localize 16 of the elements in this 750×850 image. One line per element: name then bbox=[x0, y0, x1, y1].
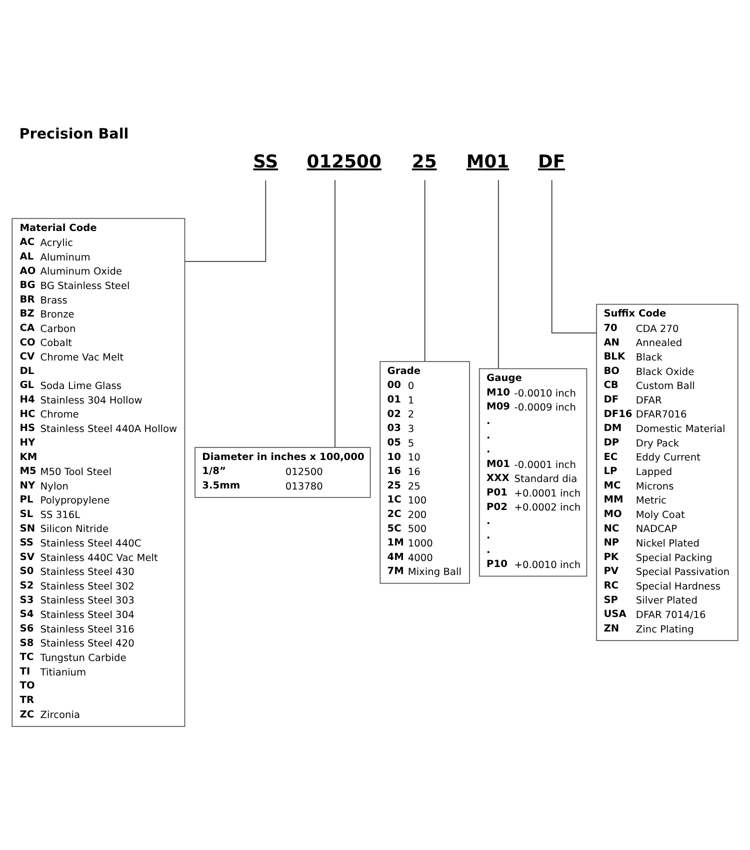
connector bbox=[424, 179, 426, 362]
node-text: DF bbox=[538, 151, 566, 172]
node-box: Suffix Code 70 CDA 270 AN Annealed BLK Black BO Black Oxide CB Custom Ball DF DFAR DF16 DFAR7016 DM Domestic Material DP Dry Pack EC Eddy Current LP Lapped MC Microns MM Metric MO Moly Coat NC NADCAP NP Nickel Plated PK Special Packing PV Special Passivation RC Special Hardness SP Silver Plated USA DFAR 7014/16 ZN Zinc Plating bbox=[596, 303, 738, 641]
connector bbox=[551, 179, 597, 333]
node-text: M01 bbox=[466, 151, 510, 172]
connector bbox=[184, 180, 266, 262]
node-text: SS bbox=[253, 151, 278, 172]
node-box: Material Code AC Acrylic AL Aluminum AO Aluminum Oxide BG BG Stainless Steel BR Brass BZ Bronze CA Carbon CO Cobalt CV Chrome Vac Melt DL GL Soda Lime Glass H4 Stainless 304 Hollow HC Chrome HS Stainless Steel 440A Hollow HY KM M5 M50 Tool Steel NY Nylon PL Polypropylene SL SS 316L SN Silicon Nitride SS Stainless Steel 440C SV Stainless 440C Vac Melt S0 Stainless Steel 430 S2 Stainless Steel 302 S3 Stainless Steel 303 S4 Stainless Steel 304 S6 Stainless Steel 316 S8 Stainless Steel 420 TC Tungstun Carbide TI Titianium TO TR ZC Zirconia bbox=[12, 218, 186, 726]
diagram-title: Precision Ball bbox=[19, 126, 129, 142]
node-box: Gauge M10 -0.0010 inch M09 -0.0009 inch . . . M01 -0.0001 inch XXX Standard dia P01 +0.0001 inch P02 +0.0002 inch . . . P10 +0.0010 inch bbox=[478, 368, 588, 576]
connector bbox=[498, 179, 499, 368]
node-text: 012500 bbox=[306, 151, 382, 172]
node-box: Diameter in inches x 100,000 1/8” 012500 3.5mm 013780 bbox=[194, 446, 371, 498]
node-box: Grade 00 0 01 1 02 2 03 3 05 5 10 10 16 16 25 25 1C 100 2C 200 5C 500 1M 1000 4M 4000 7M Mixing Ball bbox=[380, 360, 470, 584]
node-text: 25 bbox=[412, 151, 437, 172]
connector bbox=[334, 179, 336, 448]
